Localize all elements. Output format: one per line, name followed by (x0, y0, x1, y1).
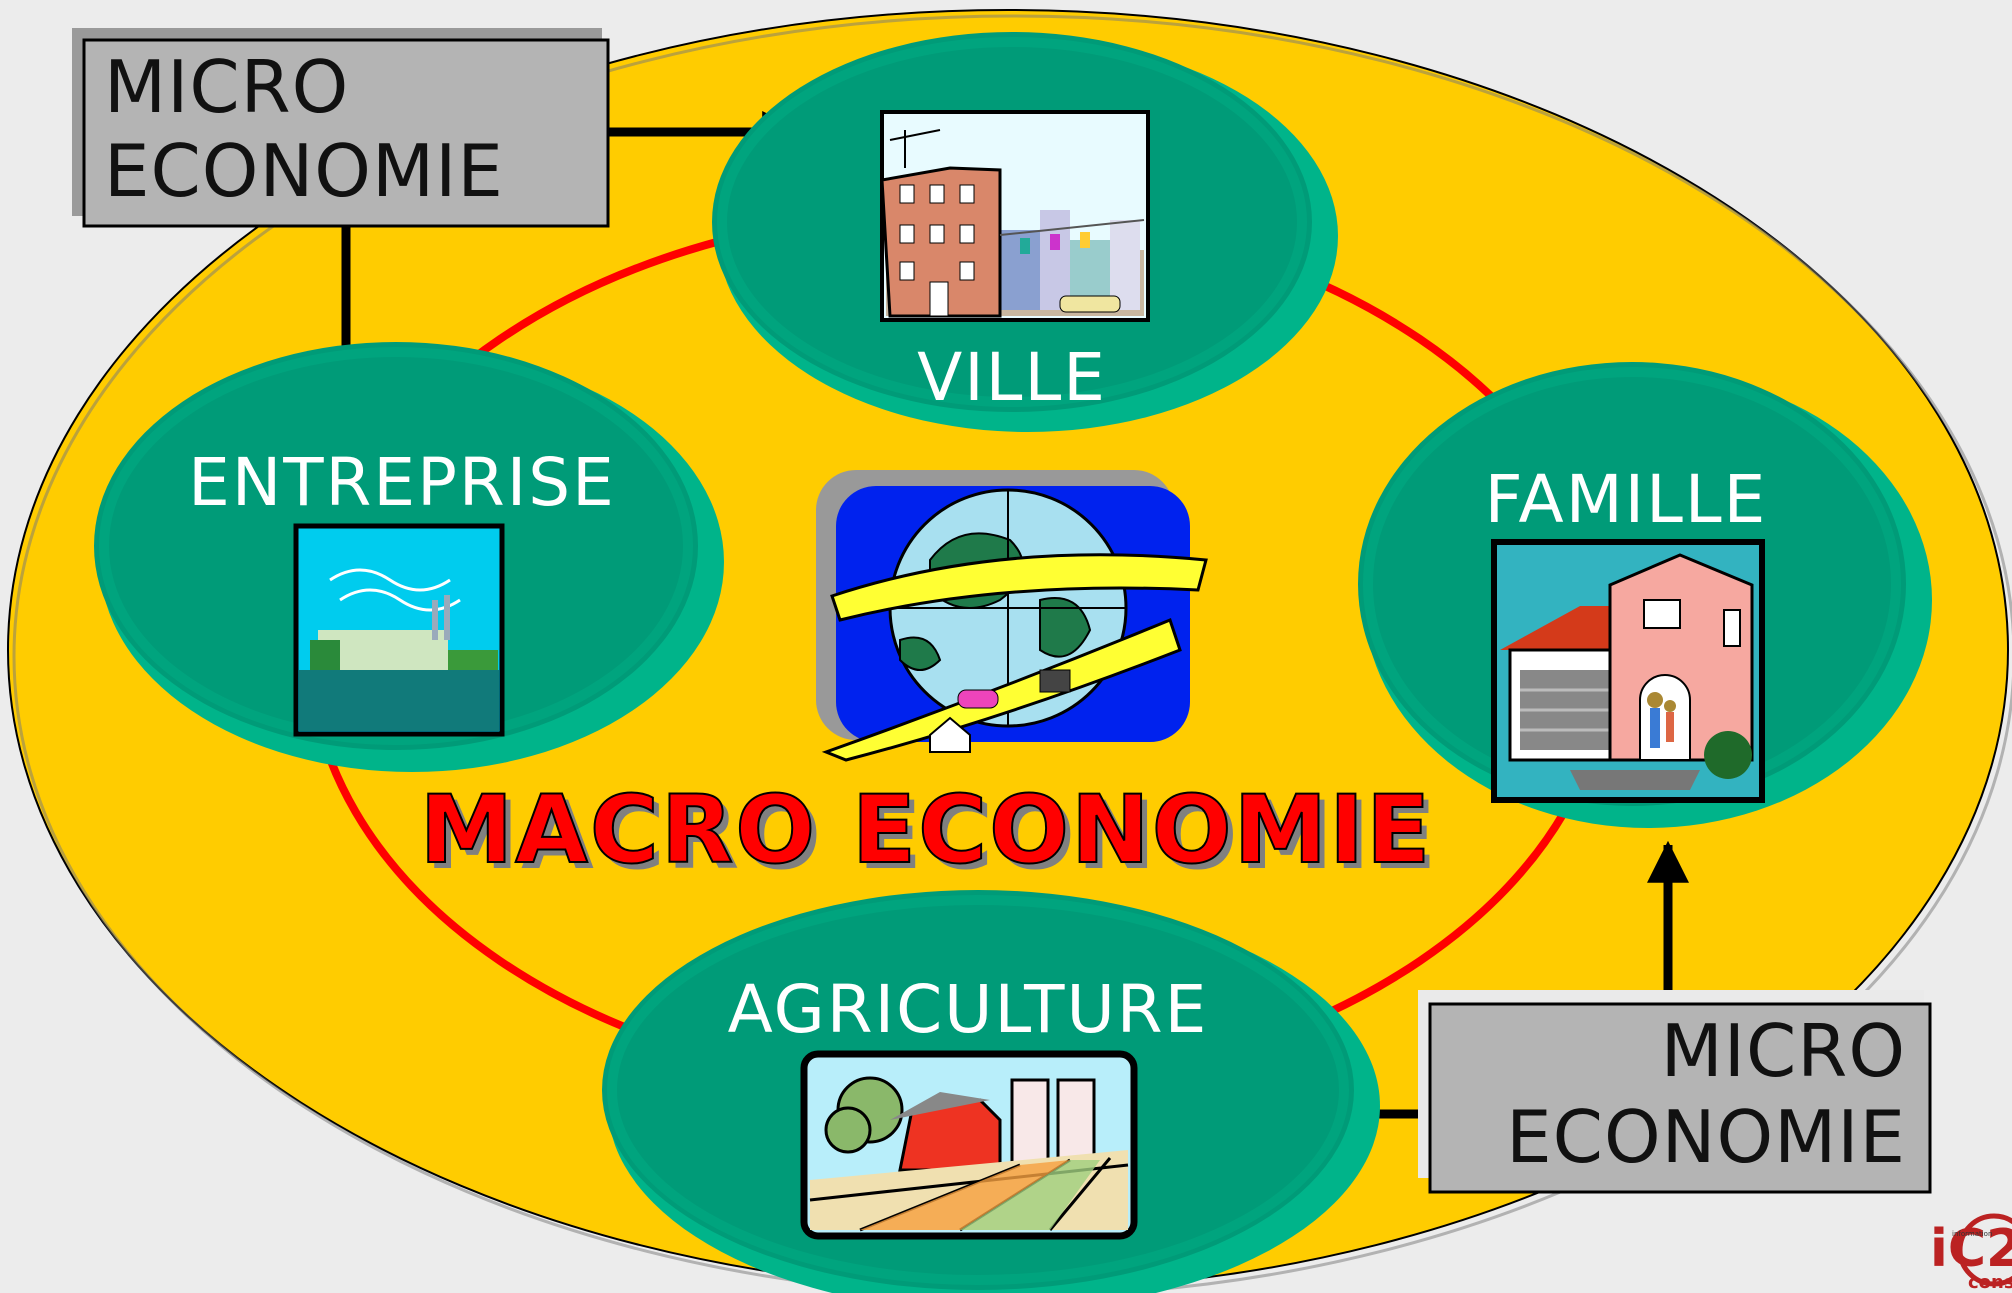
node-entreprise: ENTREPRISE (94, 342, 724, 772)
micro-box-bottom-line1: MICRO (1661, 1009, 1906, 1093)
diagram-title: MACRO ECONOMIE (426, 782, 1439, 891)
diagram-title-main: MACRO ECONOMIE (420, 776, 1433, 885)
micro-box-bottom: MICRO ECONOMIE (1418, 990, 1932, 1194)
farm-barn-clipart-icon (800, 1050, 1138, 1240)
node-famille: FAMILLE (1358, 362, 1932, 828)
svg-text:information: information (1952, 1230, 1992, 1238)
svg-text:iC2: iC2 (1930, 1219, 2012, 1279)
city-clipart-icon (880, 110, 1150, 322)
node-ville: VILLE (712, 32, 1338, 432)
node-agriculture-label: AGRICULTURE (728, 971, 1209, 1048)
node-agriculture: AGRICULTURE (602, 890, 1380, 1293)
node-famille-label: FAMILLE (1485, 461, 1768, 538)
factory-clipart-icon (293, 523, 505, 737)
micro-box-bottom-line2: ECONOMIE (1506, 1095, 1906, 1179)
family-house-clipart-icon (1491, 539, 1765, 803)
node-ville-label: VILLE (917, 339, 1107, 416)
globe-trade-clipart-icon (816, 470, 1208, 762)
node-entreprise-label: ENTREPRISE (188, 444, 616, 521)
ic2-logo: iC2 information consult (1930, 1213, 2012, 1293)
micro-box-top-line2: ECONOMIE (104, 129, 504, 213)
micro-box-top: MICRO ECONOMIE (72, 28, 610, 228)
micro-box-top-line1: MICRO (104, 45, 349, 129)
svg-text:consult: consult (1968, 1272, 2012, 1293)
